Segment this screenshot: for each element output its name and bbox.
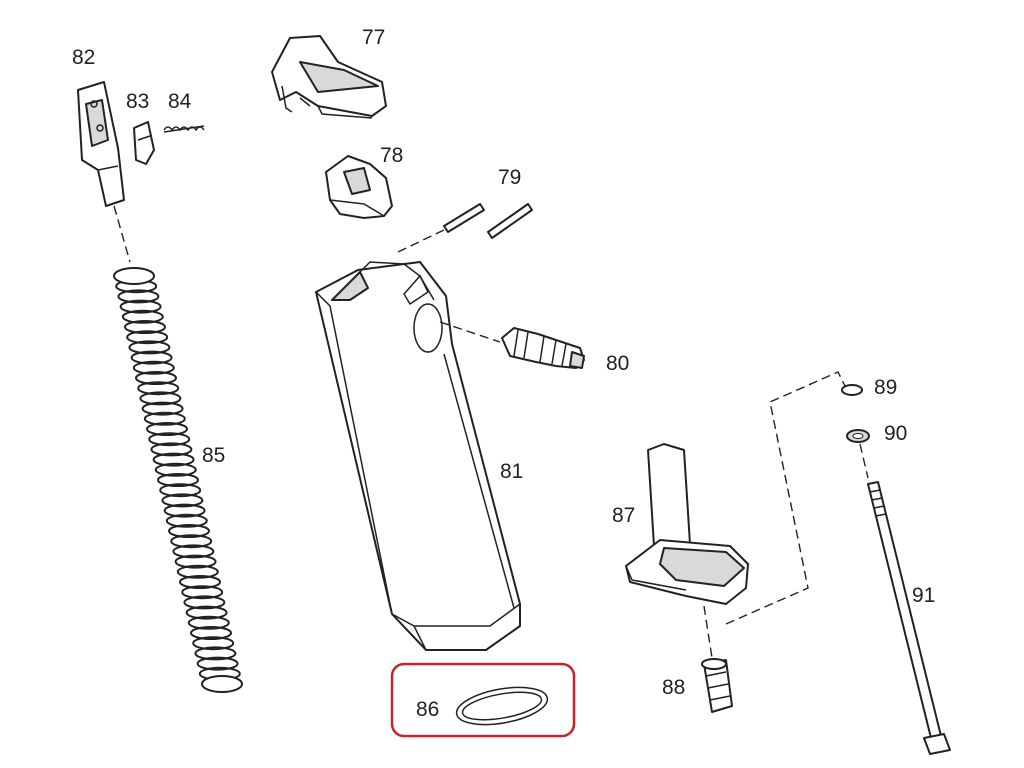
label-91: 91 xyxy=(912,584,935,607)
spring-coil xyxy=(121,309,164,324)
label-80: 80 xyxy=(606,352,629,375)
spring-coil xyxy=(185,605,228,620)
spring-coil xyxy=(126,330,169,345)
spring-coil xyxy=(132,360,175,375)
part-87-drawing xyxy=(625,443,749,605)
spring-coil xyxy=(181,585,224,600)
label-88: 88 xyxy=(662,676,685,699)
spring-coil xyxy=(170,534,213,549)
spring-coil xyxy=(157,473,199,487)
spring-coil xyxy=(192,636,235,651)
spring-coil xyxy=(150,442,193,457)
label-89: 89 xyxy=(874,376,897,399)
label-85: 85 xyxy=(202,444,225,467)
label-82: 82 xyxy=(72,46,95,69)
spring-coil xyxy=(179,575,221,589)
spring-coil xyxy=(135,371,177,385)
spring-coil xyxy=(163,503,206,518)
spring-coil xyxy=(168,524,210,538)
part-80-drawing xyxy=(501,327,585,369)
spring-coil xyxy=(128,340,171,355)
spring-coil xyxy=(194,646,237,661)
spring-coil xyxy=(141,401,184,416)
spring-coil xyxy=(146,422,188,436)
spring-coil xyxy=(183,595,226,610)
spring-coil xyxy=(154,462,197,477)
leader-80 xyxy=(439,321,501,343)
highlight-box-86 xyxy=(390,662,576,738)
spring-coil xyxy=(176,564,219,579)
leader-82 xyxy=(113,205,131,263)
spring-coil xyxy=(148,432,191,447)
part-77-drawing xyxy=(271,35,387,119)
part-90-drawing xyxy=(846,429,870,443)
part-85-drawing xyxy=(113,267,243,693)
spring-coil xyxy=(124,320,166,334)
label-81: 81 xyxy=(500,460,523,483)
leader-88 xyxy=(703,605,713,659)
spring-coil xyxy=(143,411,186,426)
label-83: 83 xyxy=(126,90,149,113)
leader-79 xyxy=(397,229,445,253)
spring-coil xyxy=(172,544,215,559)
leader-90-91 xyxy=(859,443,869,479)
part-91-drawing xyxy=(867,481,951,755)
label-78: 78 xyxy=(380,144,403,167)
spring-coil xyxy=(119,299,162,314)
spring-coil xyxy=(161,493,204,508)
spring-coil xyxy=(152,452,195,467)
part-84-drawing xyxy=(163,125,205,133)
spring-coil xyxy=(137,381,180,396)
label-87: 87 xyxy=(612,504,635,527)
label-79: 79 xyxy=(498,166,521,189)
spring-coil xyxy=(130,350,173,365)
spring-coil xyxy=(187,615,230,630)
label-84: 84 xyxy=(168,90,192,113)
part-89-drawing xyxy=(841,384,863,396)
spring-coil xyxy=(174,554,217,569)
spring-coil xyxy=(159,483,202,498)
spring-coil xyxy=(196,656,239,671)
label-90: 90 xyxy=(884,422,907,445)
part-83-drawing xyxy=(133,121,155,165)
spring-coil xyxy=(165,513,208,528)
part-78-drawing xyxy=(325,155,393,219)
leader-87-89 xyxy=(725,371,847,625)
part-81-drawing xyxy=(315,261,521,651)
part-86-drawing xyxy=(455,686,549,726)
part-88-drawing xyxy=(701,658,733,713)
spring-coil xyxy=(139,391,182,406)
label-77: 77 xyxy=(362,26,385,49)
part-79-drawing xyxy=(443,203,533,239)
label-86: 86 xyxy=(416,698,439,721)
spring-coil xyxy=(190,626,232,640)
spring-coil xyxy=(117,289,160,304)
part-82-drawing xyxy=(77,81,125,207)
